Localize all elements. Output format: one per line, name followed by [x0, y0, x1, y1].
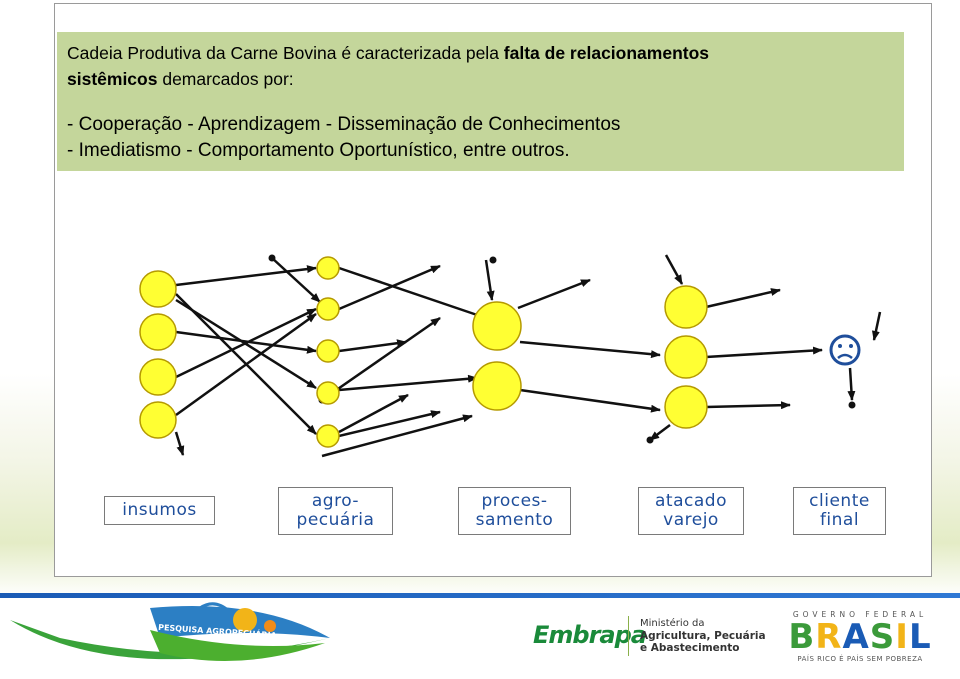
sad-face-icon: [829, 334, 861, 366]
stage-label-agropecuaria: agro- pecuária: [278, 487, 393, 535]
chain-node: [316, 339, 340, 363]
chain-node: [316, 424, 340, 448]
arrow-endpoint-dot: [268, 254, 276, 262]
flow-arrow: [871, 311, 882, 341]
flow-arrow: [271, 257, 321, 303]
flow-arrow: [338, 266, 487, 320]
ministry-line-2: Agricultura, Pecuária: [640, 630, 766, 642]
flow-arrow: [705, 346, 823, 359]
flow-arrow: [321, 410, 441, 442]
gov-main-text: BRASIL: [788, 617, 932, 657]
chain-node: [664, 285, 708, 329]
chain-node: [472, 361, 522, 411]
description-line-1: Cadeia Produtiva da Carne Bovina é carac…: [67, 40, 894, 66]
flow-arrow: [664, 254, 684, 285]
flow-arrow: [338, 264, 441, 311]
chain-node: [664, 335, 708, 379]
footer-divider: [0, 593, 960, 598]
description-text: demarcados por:: [157, 69, 294, 89]
flow-arrow: [174, 431, 185, 456]
flow-arrow: [175, 312, 317, 417]
chain-node: [139, 313, 177, 351]
description-bold: sistêmicos: [67, 69, 158, 89]
stage-label-processamento: proces- samento: [458, 487, 571, 535]
flow-arrow: [519, 340, 661, 359]
arrow-endpoint-dot: [848, 401, 856, 409]
chain-node: [316, 256, 340, 280]
chain-node: [664, 385, 708, 429]
flow-arrow: [175, 265, 317, 287]
flow-arrow: [321, 414, 473, 458]
stage-label-insumos: insumos: [104, 496, 215, 525]
flow-arrow: [519, 388, 661, 413]
flow-arrow: [484, 259, 495, 301]
description-text: Cadeia Produtiva da Carne Bovina é carac…: [67, 43, 504, 63]
flow-arrow: [338, 393, 409, 434]
flow-arrow: [338, 374, 478, 392]
description-bold: falta de relacionamentos: [503, 43, 710, 63]
ministry-line-3: e Abastecimento: [640, 642, 740, 654]
chain-node: [139, 401, 177, 439]
flow-arrow: [321, 316, 441, 402]
arrow-endpoint-dot: [646, 436, 654, 444]
footer: PESQUISA AGROPECUÁRIA: [0, 598, 960, 679]
description-line-4: - Imediatismo - Comportamento Oportuníst…: [67, 140, 570, 161]
chain-node: [316, 381, 340, 405]
ministry-line-1: Ministério da: [640, 618, 705, 629]
flow-arrow: [847, 367, 856, 401]
description-box: Cadeia Produtiva da Carne Bovina é carac…: [57, 32, 904, 171]
flow-arrow: [175, 330, 317, 354]
ministry-logo: Ministério da Agricultura, Pecuária e Ab…: [640, 618, 770, 654]
gov-sub-text: PAÍS RICO É PAÍS SEM POBREZA: [797, 655, 923, 663]
chain-node: [316, 297, 340, 321]
arrow-endpoint-dot: [489, 256, 497, 264]
gov-top-text: GOVERNO FEDERAL: [792, 610, 928, 619]
chain-node: [472, 301, 522, 351]
flow-arrow: [338, 339, 407, 353]
description-line-2: sistêmicos demarcados por:: [67, 66, 894, 92]
chain-node: [139, 270, 177, 308]
banner-logo: [10, 602, 330, 661]
governo-federal-logo: GOVERNO FEDERAL BRASIL PAÍS RICO É PAÍS …: [780, 610, 940, 663]
chain-node: [139, 358, 177, 396]
value-chain-diagram: [139, 254, 882, 458]
stage-label-cliente-final: cliente final: [793, 487, 886, 535]
embrapa-logo: Embrapa: [533, 621, 647, 649]
flow-arrow: [517, 278, 591, 310]
ministry-divider: [628, 616, 629, 656]
flow-arrow: [705, 401, 791, 410]
description-line-3: - Cooperação - Aprendizagem - Disseminaç…: [67, 114, 621, 135]
stage-label-atacado-varejo: atacado varejo: [638, 487, 744, 535]
flow-arrow: [705, 288, 781, 309]
flow-arrow: [649, 424, 671, 441]
flow-arrow: [175, 307, 317, 379]
